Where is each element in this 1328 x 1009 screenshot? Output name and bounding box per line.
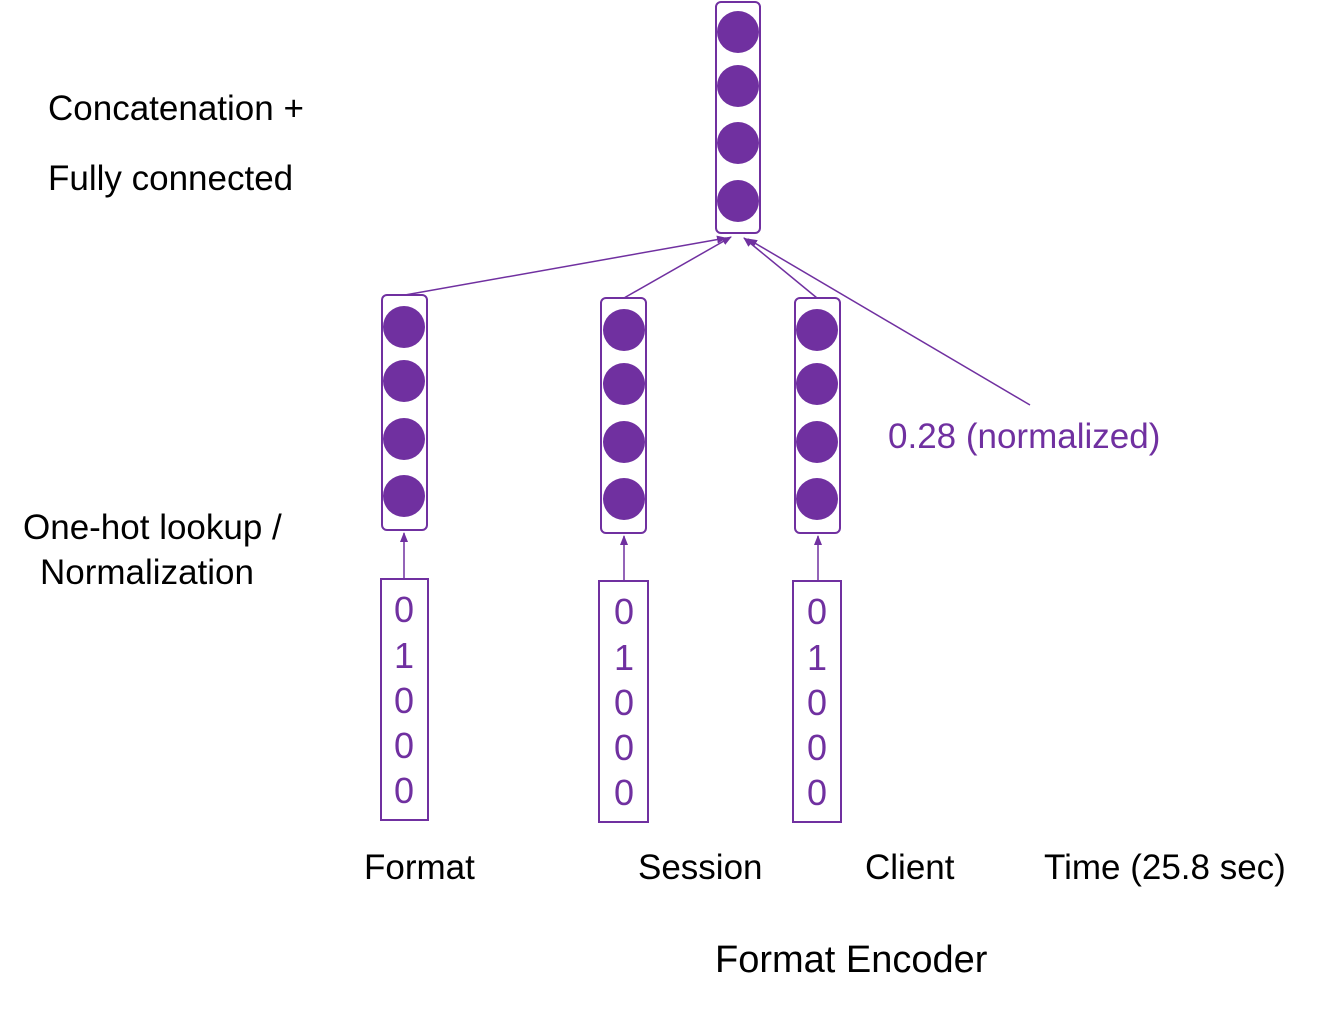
output-layer: [715, 1, 761, 234]
arrow-format-to-concat: [404, 235, 727, 296]
one-hot-box-client: [792, 580, 842, 823]
embedding-neuron: [603, 363, 645, 405]
output-neuron: [717, 11, 759, 53]
one-hot-digit: 1: [807, 637, 827, 678]
embedding-neuron: [796, 309, 838, 351]
embedding-neuron: [796, 421, 838, 463]
arrow-client-to-concat: [743, 237, 818, 299]
one-hot-digit: 0: [614, 727, 634, 768]
arrow-session-to-concat: [623, 236, 732, 299]
one-hot-digit: 1: [614, 637, 634, 678]
diagram-title: Format Encoder: [715, 939, 988, 981]
one-hot-digit: 0: [807, 682, 827, 723]
input-name-client: Client: [865, 848, 955, 887]
one-hot-digit: 0: [807, 772, 827, 813]
output-neuron: [717, 180, 759, 222]
one-hot-digit: 0: [394, 725, 414, 766]
concat-label-line2: Fully connected: [48, 159, 294, 198]
one-hot-digits-client: 0 1 0 0 0: [807, 591, 827, 813]
one-hot-digit: 0: [394, 770, 414, 811]
concat-label-line1: Concatenation +: [48, 89, 304, 128]
one-hot-digit: 0: [614, 682, 634, 723]
one-hot-digit: 0: [394, 589, 414, 630]
embedding-layer-session: [600, 297, 647, 534]
input-name-time: Time (25.8 sec): [1044, 848, 1286, 887]
lookup-label-line2: Normalization: [40, 553, 254, 592]
one-hot-digit: 0: [807, 591, 827, 632]
input-name-format: Format: [364, 848, 475, 887]
one-hot-digits-format: 0 1 0 0 0: [394, 589, 414, 811]
one-hot-digit: 1: [394, 635, 414, 676]
one-hot-digits-session: 0 1 0 0 0: [614, 591, 634, 813]
one-hot-digit: 0: [614, 772, 634, 813]
embedding-box: [600, 297, 647, 534]
embedding-neuron: [383, 360, 425, 402]
lookup-label-line1: One-hot lookup /: [23, 508, 282, 547]
embedding-box: [794, 297, 841, 534]
embedding-neuron: [796, 478, 838, 520]
one-hot-digit: 0: [614, 591, 634, 632]
embedding-neuron: [796, 363, 838, 405]
embedding-box: [381, 294, 428, 531]
embedding-neuron: [383, 306, 425, 348]
embedding-layer-format: [381, 294, 428, 531]
embedding-neuron: [383, 418, 425, 460]
embedding-neuron: [603, 478, 645, 520]
output-neuron: [717, 122, 759, 164]
embedding-neuron: [603, 309, 645, 351]
input-name-session: Session: [638, 848, 763, 887]
embedding-neuron: [603, 421, 645, 463]
output-neuron: [717, 65, 759, 107]
arrow-time-to-concat: [747, 238, 1031, 406]
embedding-neuron: [383, 475, 425, 517]
normalized-value-label: 0.28 (normalized): [888, 417, 1161, 456]
one-hot-digit: 0: [394, 680, 414, 721]
embedding-layer-client: [794, 297, 841, 534]
one-hot-digit: 0: [807, 727, 827, 768]
output-layer-box: [715, 1, 761, 234]
